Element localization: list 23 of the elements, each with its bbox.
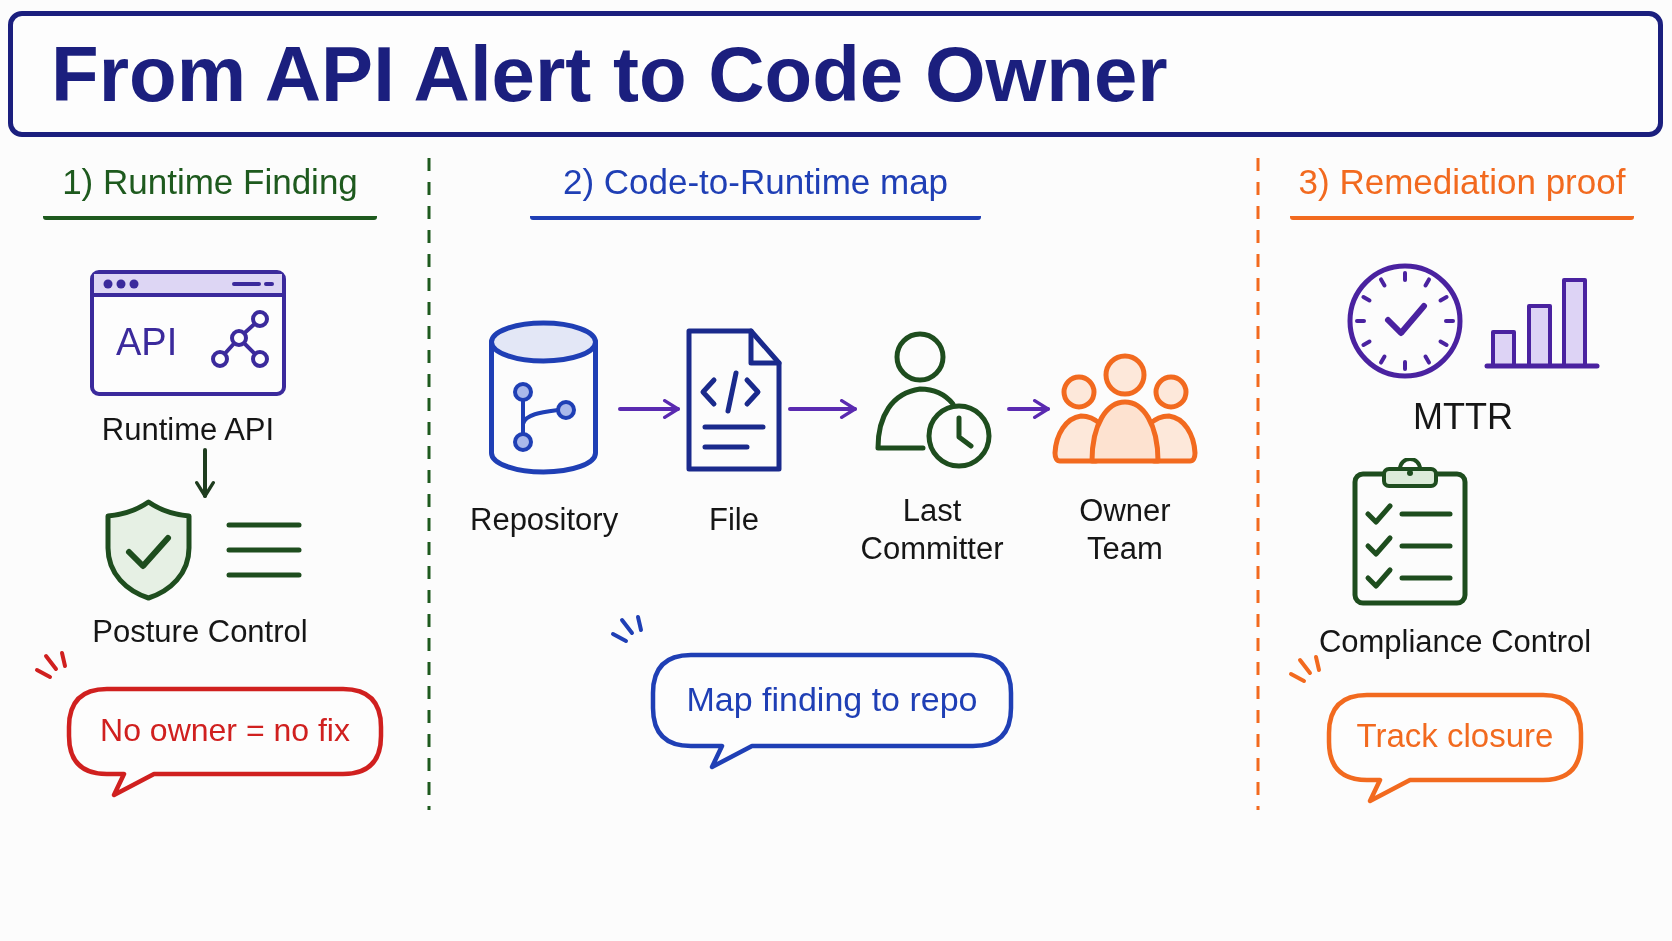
arrow [1007, 399, 1050, 419]
bubble-text: Track closure [1356, 716, 1554, 756]
bubble-text: Map finding to repo [686, 678, 978, 720]
node-label: Runtime API [101, 411, 275, 449]
arrow [618, 399, 680, 419]
node-label: Last Committer [859, 492, 1005, 568]
node-label: Owner Team [1078, 492, 1172, 568]
arrow [195, 448, 215, 498]
speech-bubble [1326, 692, 1584, 804]
title-text: From API Alert to Code Owner [51, 30, 1168, 118]
section-heading: 3) Remediation proof [1290, 160, 1634, 220]
window-text: API [116, 322, 178, 362]
node-label: File [709, 501, 759, 539]
speech-bubble [66, 686, 384, 798]
section-heading: 2) Code-to-Runtime map [530, 160, 981, 220]
node-label: Posture Control [92, 613, 308, 651]
node-label: Compliance Control [1318, 623, 1592, 661]
bubble-text: No owner = no fix [100, 710, 350, 750]
node-label: Repository [470, 501, 618, 539]
section-heading: 1) Runtime Finding [43, 160, 377, 220]
arrow [788, 399, 857, 419]
node-label: MTTR [1413, 398, 1513, 436]
speech-bubble [650, 652, 1014, 770]
